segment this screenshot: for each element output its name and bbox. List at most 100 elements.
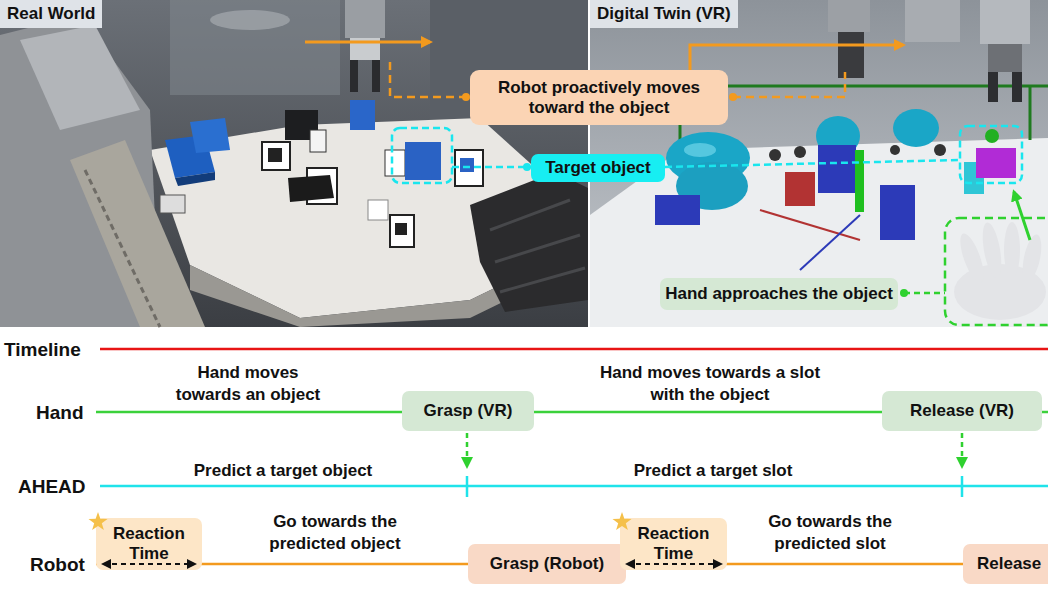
callout-box: Target object <box>531 154 665 182</box>
real-world-photo <box>310 130 326 152</box>
real-world-photo <box>372 60 380 92</box>
real-world-photo <box>190 118 230 153</box>
digital-twin-scene <box>794 146 806 158</box>
phase-label: Hand moves towards an object <box>168 362 328 406</box>
phase-label: Predict a target slot <box>583 460 843 482</box>
phase-label: Hand moves towards a slot with the objec… <box>590 362 830 406</box>
real-world-photo <box>175 172 215 186</box>
photo-panel: Real World <box>0 0 588 327</box>
leader-lines <box>665 160 960 167</box>
box-text: Grasp (VR) <box>424 401 513 421</box>
real-world-photo <box>0 0 588 327</box>
digital-twin-scene <box>976 148 1016 178</box>
box-text: Reaction Time <box>100 524 198 564</box>
leader-dots <box>900 289 908 297</box>
real-world-photo <box>390 215 414 247</box>
box-text: Target object <box>545 158 650 178</box>
real-world-photo <box>470 172 588 312</box>
trigger-arrows <box>961 433 964 466</box>
digital-twin-scene <box>828 0 870 32</box>
box-text: Hand approaches the object <box>665 284 893 304</box>
real-world-photo <box>170 0 340 95</box>
digital-twin-scene <box>760 210 860 240</box>
real-world-photo <box>85 170 160 327</box>
real-world-photo <box>405 142 441 180</box>
digital-twin-scene <box>988 72 998 102</box>
real-world-photo <box>500 268 585 292</box>
digital-twin-scene <box>655 195 700 225</box>
event-box: Grasp (VR) <box>402 391 534 431</box>
phase-label: Predict a target object <box>153 460 413 482</box>
digital-twin-scene <box>988 44 1022 72</box>
real-world-photo <box>350 60 358 92</box>
digital-twin-scene <box>934 144 946 156</box>
leader-lines <box>452 166 531 169</box>
digital-twin-scene <box>880 185 915 240</box>
digital-twin-scene <box>1012 72 1022 102</box>
real-world-photo <box>495 235 580 262</box>
leader-lines <box>904 292 945 295</box>
event-box: Grasp (Robot) <box>468 544 626 584</box>
real-world-photo <box>288 175 334 202</box>
panel-title: Real World <box>0 0 102 28</box>
reaction-time-box: Reaction Time <box>620 518 727 570</box>
timeline-rails <box>961 476 964 497</box>
timeline-rails <box>96 349 1048 564</box>
box-text: Release <box>977 554 1041 574</box>
digital-twin-scene <box>890 145 900 155</box>
phase-label: Go towards the predicted slot <box>730 511 930 555</box>
callout-box: Robot proactively moves toward the objec… <box>470 70 728 125</box>
timeline-rails <box>100 485 1048 488</box>
digital-twin-scene <box>1004 222 1020 278</box>
event-box: Release <box>963 544 1048 584</box>
leader-lines <box>390 62 466 97</box>
real-world-photo <box>350 100 375 130</box>
box-text: Robot proactively moves toward the objec… <box>474 78 724 118</box>
real-world-photo <box>0 0 588 327</box>
row-label: AHEAD <box>18 475 100 499</box>
phase-label: Go towards the predicted object <box>235 511 435 555</box>
digital-twin-scene <box>905 0 960 42</box>
real-world-photo <box>20 25 140 130</box>
digital-twin-scene <box>945 218 1048 325</box>
real-world-photo <box>385 150 405 176</box>
digital-twin-scene <box>818 145 856 193</box>
digital-twin-scene <box>838 32 864 78</box>
panel-title: Digital Twin (VR) <box>590 0 738 28</box>
real-world-photo <box>160 195 185 213</box>
digital-twin-scene <box>769 149 781 161</box>
real-world-photo <box>395 223 407 235</box>
real-world-photo <box>490 200 570 230</box>
digital-twin-scene <box>960 126 1022 183</box>
digital-twin-scene <box>684 143 716 157</box>
digital-twin-scene <box>1019 233 1045 283</box>
digital-twin-scene <box>985 129 999 143</box>
real-world-photo <box>460 158 474 172</box>
digital-twin-scene <box>893 109 939 147</box>
event-box: Release (VR) <box>882 391 1042 431</box>
box-text: Grasp (Robot) <box>490 554 604 574</box>
row-label: Robot <box>30 553 96 577</box>
digital-twin-scene <box>979 221 1004 279</box>
reaction-time-box: Reaction Time <box>96 518 202 570</box>
leader-dots <box>523 163 531 171</box>
leader-lines <box>305 41 430 44</box>
leader-lines <box>305 42 960 293</box>
digital-twin-scene <box>1014 192 1030 240</box>
real-world-photo <box>262 142 290 170</box>
real-world-photo <box>268 148 282 162</box>
digital-twin-scene <box>1029 86 1032 140</box>
real-world-photo <box>368 200 388 220</box>
timeline-rails <box>466 476 469 497</box>
leader-dots <box>462 93 470 101</box>
digital-twin-scene <box>855 150 864 212</box>
row-label: Timeline <box>4 338 100 362</box>
timeline-rails <box>100 348 1048 351</box>
digital-twin-scene <box>800 215 860 270</box>
leader-dots <box>729 93 737 101</box>
row-label: Hand <box>36 401 96 425</box>
digital-twin-scene <box>980 0 1030 44</box>
trigger-arrows <box>466 433 469 466</box>
digital-twin-scene <box>785 172 815 206</box>
